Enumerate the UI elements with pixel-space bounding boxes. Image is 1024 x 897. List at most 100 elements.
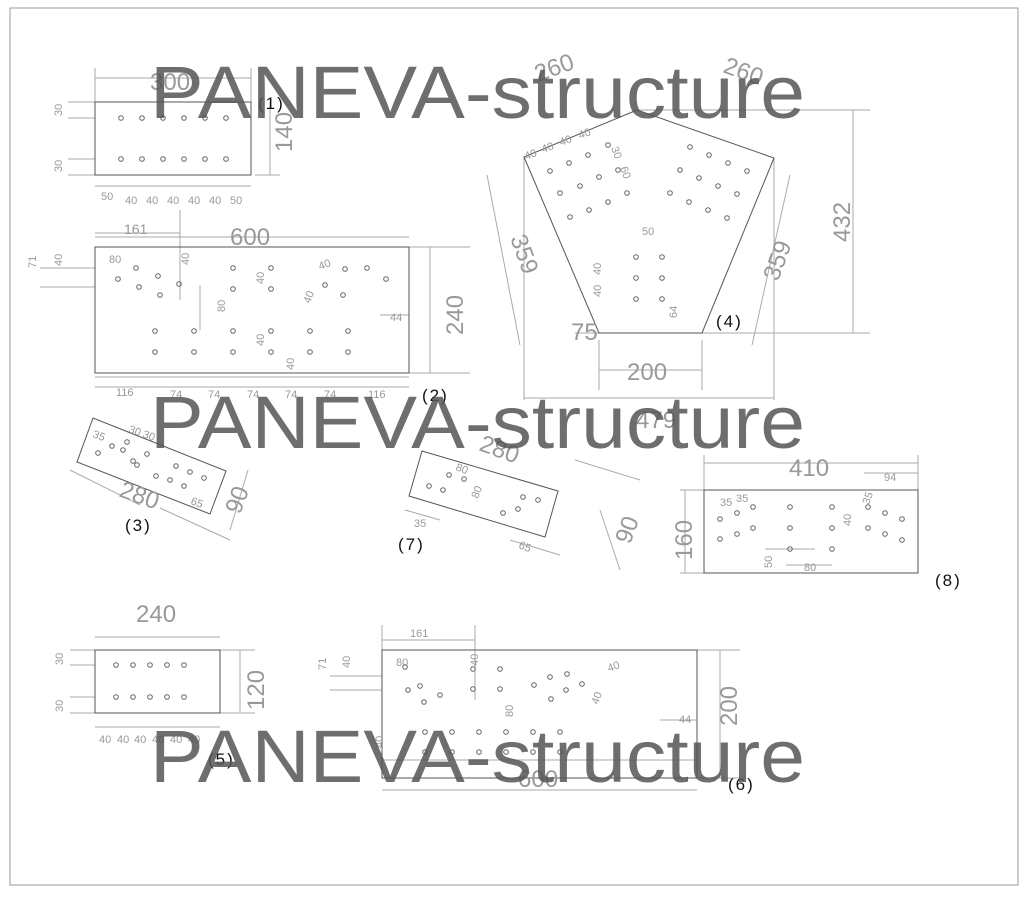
bolt-hole: [144, 451, 150, 457]
dim-label: 80: [454, 462, 470, 477]
dimension-line: [751, 174, 791, 346]
dim-label: 40: [592, 263, 604, 275]
bolt-hole: [564, 671, 570, 677]
dim-label: 30: [54, 653, 66, 665]
dim-label: 40: [842, 514, 854, 526]
plate-8-outline: [703, 489, 919, 574]
watermark-top: PANEVA-structure: [150, 51, 805, 134]
bolt-hole: [567, 214, 573, 220]
bolt-hole: [176, 281, 182, 287]
dimension-line: [486, 174, 521, 346]
dim-label: 359: [758, 237, 797, 284]
bolt-hole: [787, 504, 793, 510]
bolt-hole: [829, 546, 835, 552]
dim-label: 40: [188, 195, 200, 207]
dim-label: 71: [317, 658, 329, 670]
dim-label: 74: [285, 389, 297, 401]
dim-label: 74: [208, 389, 220, 401]
bolt-hole: [497, 686, 503, 692]
bolt-hole: [201, 475, 207, 481]
bolt-hole: [437, 692, 443, 698]
bolt-hole: [530, 749, 536, 755]
bolt-hole: [715, 183, 721, 189]
dim-label: 161: [410, 628, 428, 640]
plate-2-outline: [94, 246, 410, 374]
dim-label: 44: [679, 714, 691, 726]
bolt-hole: [734, 531, 740, 537]
bolt-hole: [865, 504, 871, 510]
watermark-middle: PANEVA-structure: [150, 381, 805, 464]
bolt-hole: [109, 443, 115, 449]
bolt-hole: [787, 546, 793, 552]
bolt-hole: [134, 462, 140, 468]
bolt-hole: [230, 286, 236, 292]
dimension-line: [69, 469, 141, 506]
dim-label: 40: [125, 195, 137, 207]
dim-label: 40: [341, 656, 353, 668]
bolt-hole: [535, 497, 541, 503]
dimension-line: [599, 509, 621, 571]
bolt-hole: [130, 458, 136, 464]
plate-3-id: (3): [125, 516, 152, 535]
bolt-hole: [422, 749, 428, 755]
bolt-hole: [446, 472, 452, 478]
bolt-hole: [155, 273, 161, 279]
plate-1-id: (1): [258, 94, 285, 113]
bolt-hole: [115, 276, 121, 282]
bolt-hole: [113, 694, 119, 700]
dim-label: 40: [590, 690, 605, 706]
dim-label: 359: [504, 231, 543, 278]
bolt-hole: [417, 683, 423, 689]
dim-label: 50: [101, 191, 113, 203]
dim-label: 40: [170, 734, 182, 746]
bolt-hole: [586, 207, 592, 213]
dim-label: 74: [324, 389, 336, 401]
bolt-hole: [345, 328, 351, 334]
bolt-hole: [696, 175, 702, 181]
bolt-hole: [118, 115, 124, 121]
bolt-hole: [579, 681, 585, 687]
dim-label: 161: [124, 221, 148, 237]
dim-label: 40: [146, 195, 158, 207]
dim-label: 50: [230, 195, 242, 207]
dim-label: 40: [167, 195, 179, 207]
dim-label: 80: [504, 705, 516, 717]
plate-8-height: 160: [671, 520, 698, 560]
bolt-hole: [865, 525, 871, 531]
bolt-hole: [268, 265, 274, 271]
plate-5-id: (5): [208, 750, 235, 769]
bolt-hole: [882, 510, 888, 516]
dim-label: 40: [99, 734, 111, 746]
dim-label: 40: [302, 289, 317, 305]
dim-label: 40: [255, 272, 267, 284]
bolt-hole: [307, 349, 313, 355]
bolt-hole: [497, 666, 503, 672]
bolt-hole: [230, 328, 236, 334]
bolt-hole: [340, 292, 346, 298]
bolt-hole: [187, 469, 193, 475]
bolt-hole: [633, 254, 639, 260]
bolt-hole: [181, 694, 187, 700]
bolt-hole: [659, 296, 665, 302]
plate-8: 410 94 160 35 35 35 40 50 80 (8): [671, 455, 960, 590]
bolt-hole: [461, 476, 467, 482]
bolt-hole: [470, 686, 476, 692]
bolt-hole: [633, 275, 639, 281]
dim-label: 65: [517, 540, 533, 555]
bolt-hole: [113, 662, 119, 668]
bolt-hole: [164, 694, 170, 700]
dim-label: 40: [188, 734, 200, 746]
dim-label: 40: [558, 133, 574, 148]
bolt-hole: [615, 167, 621, 173]
plate-5-width: 240: [136, 601, 176, 628]
dim-label: 40: [134, 734, 146, 746]
bolt-hole: [405, 687, 411, 693]
bolt-hole: [364, 265, 370, 271]
dim-label: 50: [763, 556, 775, 568]
bolt-hole: [717, 516, 723, 522]
plate-2-width: 600: [230, 224, 270, 251]
bolt-hole: [422, 729, 428, 735]
dim-label: 40: [117, 734, 129, 746]
bolt-hole: [147, 694, 153, 700]
dim-label: 40: [540, 140, 556, 155]
